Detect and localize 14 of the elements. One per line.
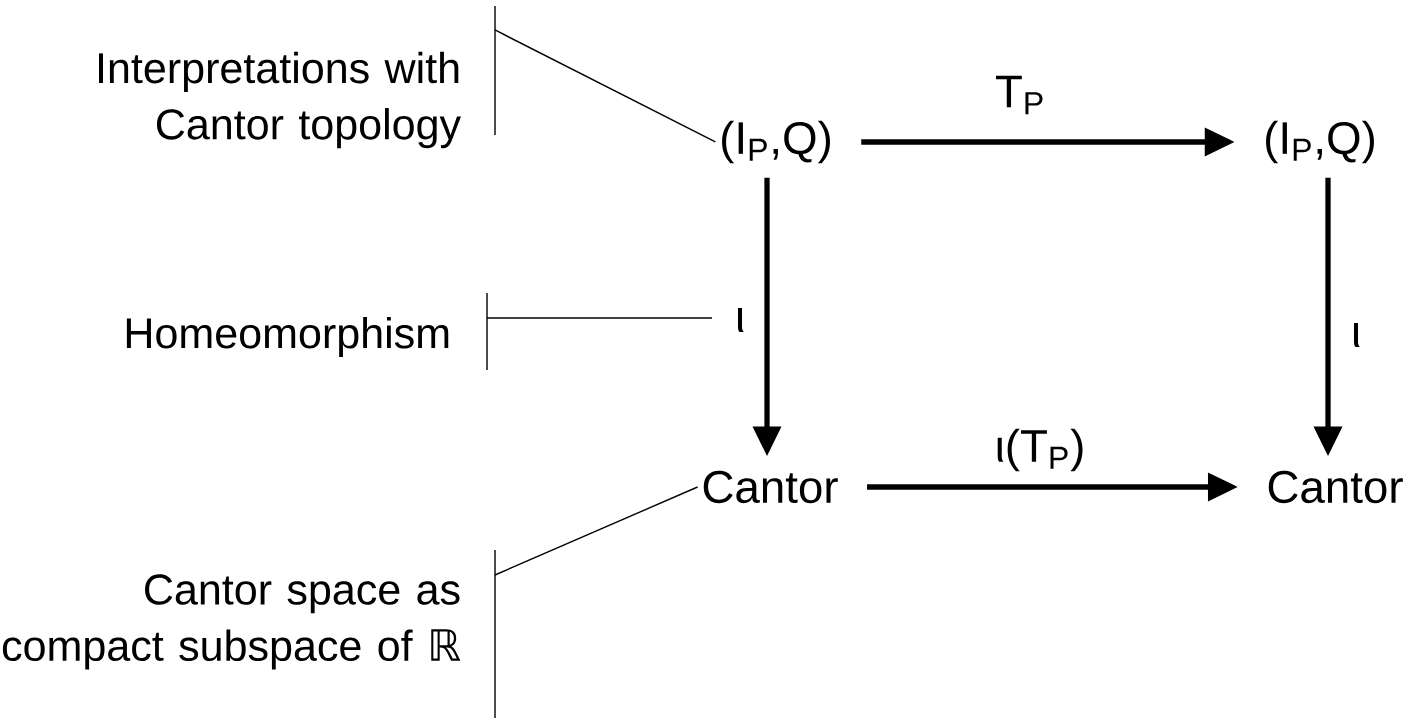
edge-label: ι(T$_{P}$) [997, 428, 1083, 472]
edge-label: ι [738, 307, 744, 333]
leader-line [486, 317, 713, 319]
math-object: Cantor [703, 470, 838, 504]
annotation-text: Homeomorphism [126, 316, 449, 358]
leader-line [494, 486, 699, 576]
annotation-text: Interpretations with Cantor topology [98, 51, 461, 149]
math-object: Cantor [1268, 470, 1403, 504]
annotation-text: Cantor space as compact subspace of ℝ [2, 574, 461, 670]
math-object: (I$_{P}$,Q) [722, 120, 830, 164]
edge-label: ι [1354, 322, 1360, 348]
math-object: (I$_{P}$,Q) [1266, 120, 1374, 164]
leader-line [494, 29, 717, 143]
edge-label: T$_{P}$ [995, 75, 1043, 115]
